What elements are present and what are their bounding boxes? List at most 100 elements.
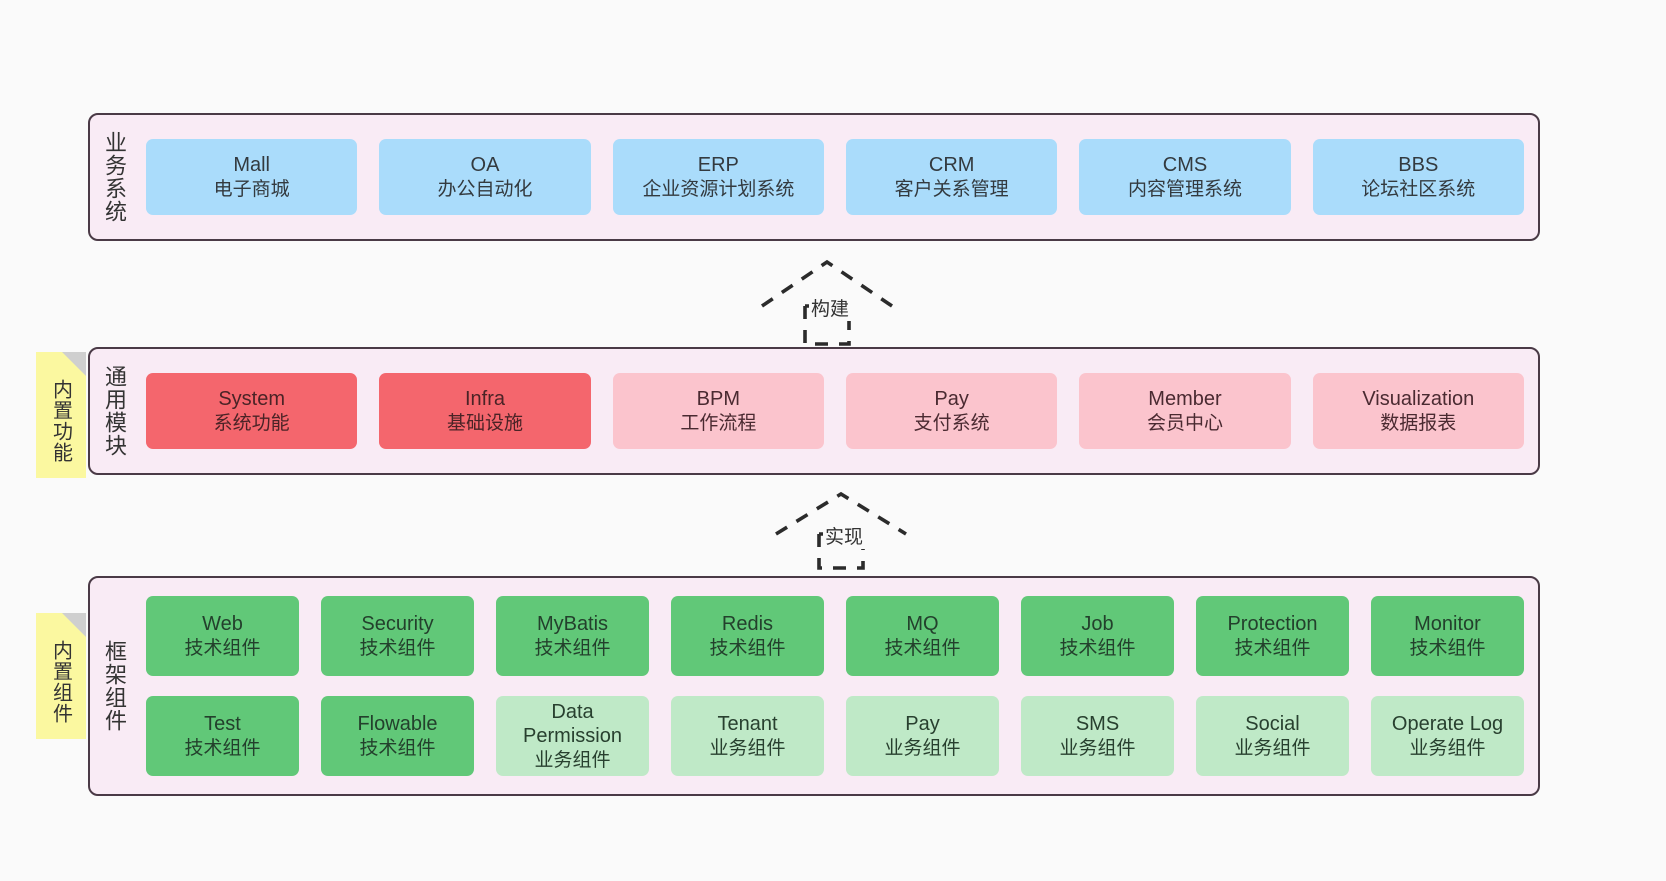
layer-label-common-modules: 通用模块 [101, 365, 127, 457]
node-member[interactable]: Member 会员中心 [1079, 373, 1291, 449]
node-title: Protection [1227, 613, 1318, 636]
node-bbs[interactable]: BBS 论坛社区系统 [1312, 139, 1524, 215]
node-cms[interactable]: CMS 内容管理系统 [1079, 139, 1291, 215]
node-subtitle: 技术组件 [709, 637, 786, 659]
node-security[interactable]: Security 技术组件 [321, 596, 474, 676]
node-title: Job [1081, 613, 1114, 636]
node-subtitle: 业务组件 [709, 737, 786, 759]
note-label: 内置组件 [49, 640, 72, 724]
node-oa[interactable]: OA 办公自动化 [379, 139, 591, 215]
node-protection[interactable]: Protection 技术组件 [1196, 596, 1349, 676]
connector-implement-label: 实现 [823, 522, 866, 549]
node-subtitle: 业务组件 [1409, 737, 1486, 759]
node-mybatis[interactable]: MyBatis 技术组件 [496, 596, 649, 676]
node-infra[interactable]: Infra 基础设施 [379, 373, 591, 449]
node-erp[interactable]: ERP 企业资源计划系统 [612, 139, 824, 215]
layer-panel-business-systems: 业务系统 Mall 电子商城 OA 办公自动化 ERP 企业资源计划系统 CRM… [88, 113, 1540, 241]
node-subtitle: 数据报表 [1380, 412, 1457, 434]
node-title: Tenant [717, 713, 778, 736]
node-flowable[interactable]: Flowable 技术组件 [321, 696, 474, 776]
node-crm[interactable]: CRM 客户关系管理 [845, 139, 1058, 215]
node-title: MQ [906, 613, 939, 636]
node-title: Data Permission [523, 701, 622, 748]
connector-build-label: 构建 [809, 294, 852, 321]
layer-body-common-modules: System 系统功能 Infra 基础设施 BPM 工作流程 Pay 支付系统… [146, 349, 1524, 473]
node-title: ERP [697, 154, 739, 177]
node-job[interactable]: Job 技术组件 [1021, 596, 1174, 676]
node-title: OA [470, 154, 500, 177]
node-title: Test [204, 713, 241, 736]
node-subtitle: 会员中心 [1146, 412, 1223, 434]
node-title: MyBatis [536, 613, 609, 636]
node-title: Security [361, 613, 434, 636]
node-subtitle: 技术组件 [1059, 637, 1136, 659]
node-subtitle: 技术组件 [359, 637, 436, 659]
node-subtitle: 客户关系管理 [894, 178, 1009, 200]
node-subtitle: 企业资源计划系统 [642, 178, 795, 200]
node-subtitle: 系统功能 [213, 412, 290, 434]
node-pay[interactable]: Pay 支付系统 [845, 373, 1058, 449]
note-builtin-features: 内置功能 [36, 352, 86, 478]
layer-panel-common-modules: 通用模块 System 系统功能 Infra 基础设施 BPM 工作流程 Pay… [88, 347, 1540, 475]
connector-build: 构建 [757, 258, 897, 346]
node-subtitle: 业务组件 [884, 737, 961, 759]
node-subtitle: 支付系统 [913, 412, 990, 434]
node-subtitle: 业务组件 [534, 749, 611, 771]
node-title: Infra [464, 388, 505, 411]
node-title: SMS [1075, 713, 1120, 736]
node-sms[interactable]: SMS 业务组件 [1021, 696, 1174, 776]
node-title: Redis [721, 613, 774, 636]
node-monitor[interactable]: Monitor 技术组件 [1371, 596, 1524, 676]
node-mq[interactable]: MQ 技术组件 [846, 596, 999, 676]
node-data-permission[interactable]: Data Permission 业务组件 [496, 696, 649, 776]
node-title: Member [1148, 388, 1222, 411]
note-builtin-components: 内置组件 [36, 613, 86, 739]
box-row: Web 技术组件 Security 技术组件 MyBatis 技术组件 Redi… [146, 596, 1524, 676]
node-mall[interactable]: Mall 电子商城 [146, 139, 358, 215]
box-row: System 系统功能 Infra 基础设施 BPM 工作流程 Pay 支付系统… [146, 373, 1524, 449]
node-test[interactable]: Test 技术组件 [146, 696, 299, 776]
layer-label-framework-components: 框架组件 [101, 640, 127, 732]
node-subtitle: 技术组件 [184, 637, 261, 659]
node-redis[interactable]: Redis 技术组件 [671, 596, 824, 676]
node-subtitle: 基础设施 [446, 412, 523, 434]
node-operate-log[interactable]: Operate Log 业务组件 [1371, 696, 1524, 776]
node-title: Social [1245, 713, 1300, 736]
box-row: Test 技术组件 Flowable 技术组件 Data Permission … [146, 696, 1524, 776]
connector-stem [817, 534, 865, 570]
node-title: CMS [1162, 154, 1208, 177]
node-title: System [218, 388, 285, 411]
node-web[interactable]: Web 技术组件 [146, 596, 299, 676]
note-label: 内置功能 [49, 379, 72, 463]
node-subtitle: 技术组件 [534, 637, 611, 659]
connector-implement: 实现 [771, 491, 911, 570]
node-title: Pay [905, 713, 940, 736]
node-visualization[interactable]: Visualization 数据报表 [1312, 373, 1524, 449]
node-subtitle: 技术组件 [1234, 637, 1311, 659]
node-system[interactable]: System 系统功能 [146, 373, 358, 449]
node-title: Mall [233, 154, 270, 177]
generalization-arrowhead [760, 259, 894, 308]
node-subtitle: 业务组件 [1059, 737, 1136, 759]
node-subtitle: 论坛社区系统 [1361, 178, 1476, 200]
node-subtitle: 电子商城 [213, 178, 290, 200]
connector-stem [803, 306, 851, 346]
node-title: CRM [928, 154, 975, 177]
layer-body-business-systems: Mall 电子商城 OA 办公自动化 ERP 企业资源计划系统 CRM 客户关系… [146, 115, 1524, 239]
layer-panel-framework-components: 框架组件 Web 技术组件 Security 技术组件 MyBatis 技术组件… [88, 576, 1540, 796]
node-title: Visualization [1362, 388, 1475, 411]
node-pay-component[interactable]: Pay 业务组件 [846, 696, 999, 776]
node-tenant[interactable]: Tenant 业务组件 [671, 696, 824, 776]
node-title: Pay [934, 388, 969, 411]
layer-body-framework-components: Web 技术组件 Security 技术组件 MyBatis 技术组件 Redi… [146, 578, 1524, 794]
node-subtitle: 技术组件 [1409, 637, 1486, 659]
node-title: BBS [1398, 154, 1439, 177]
node-social[interactable]: Social 业务组件 [1196, 696, 1349, 776]
layer-label-business-systems: 业务系统 [101, 131, 127, 223]
node-subtitle: 办公自动化 [437, 178, 533, 200]
node-bpm[interactable]: BPM 工作流程 [612, 373, 824, 449]
box-row: Mall 电子商城 OA 办公自动化 ERP 企业资源计划系统 CRM 客户关系… [146, 139, 1524, 215]
node-subtitle: 技术组件 [884, 637, 961, 659]
node-title: Monitor [1414, 613, 1481, 636]
